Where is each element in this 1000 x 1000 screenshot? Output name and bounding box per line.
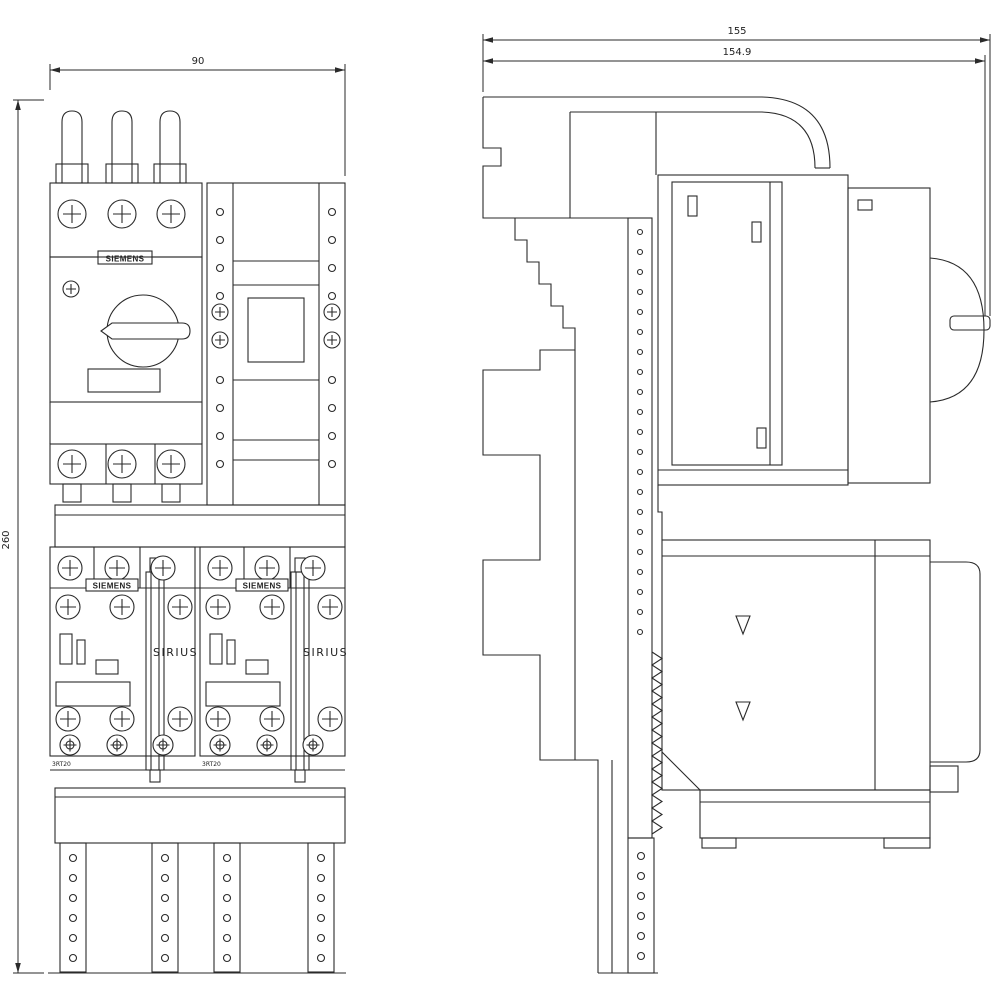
- top-plate-curve: [483, 96, 831, 169]
- base-profile: [699, 789, 931, 849]
- link-module-plate: [54, 504, 346, 548]
- wedge-mark: [735, 701, 751, 722]
- dim-width-label: 90: [192, 56, 205, 67]
- dimension-depth-b: 154.9: [483, 47, 986, 316]
- dim-depth-b-label: 154.9: [723, 47, 752, 58]
- breaker-top-terminal-block: [49, 182, 203, 258]
- model-label-left: 3RT20: [52, 761, 71, 768]
- terminal-screw: [57, 449, 87, 479]
- terminal-screw: [156, 199, 186, 229]
- arrowhead: [980, 37, 990, 43]
- arrowhead: [15, 100, 21, 110]
- siemens-logo-contactor-left: SIEMENS: [93, 582, 132, 591]
- terminal-screw: [156, 449, 186, 479]
- breaker-screw: [62, 280, 80, 298]
- sirius-label-left: SIRIUS: [153, 646, 198, 659]
- mounting-rail-strips: [59, 842, 335, 973]
- contactor-right-details: [205, 633, 281, 707]
- rotary-handle: [100, 294, 191, 368]
- dim-height-label: 260: [1, 530, 12, 549]
- dimension-depth-a: 155: [482, 26, 991, 316]
- terminal-screw: [107, 199, 137, 229]
- dim-depth-a-label: 155: [727, 26, 746, 37]
- contactor-front-block: [930, 561, 981, 763]
- mounting-plate-profile: [482, 97, 599, 973]
- contactor-left: [49, 546, 196, 757]
- terminal-screw: [107, 449, 137, 479]
- dimension-annotations: 90 260 155 154.9: [1, 26, 991, 974]
- terminal-screw: [57, 199, 87, 229]
- arrowhead: [483, 58, 493, 64]
- model-label-right: 3RT20: [202, 761, 221, 768]
- top-terminal-pins: [55, 110, 187, 184]
- contactor-assembly: SIEMENS SIEMENS SIRIUS SIRIUS 3RT20 3RT2…: [49, 546, 348, 783]
- busbar-adapter: [206, 182, 346, 506]
- siemens-logo-contactor-right: SIEMENS: [243, 582, 282, 591]
- arrowhead: [975, 58, 985, 64]
- breaker-window: [87, 368, 161, 393]
- bottom-mounting: [48, 787, 346, 974]
- breaker-side-profile: [655, 112, 991, 486]
- contactor-right: [199, 546, 346, 757]
- toothed-rack: [650, 651, 664, 835]
- dimension-width: 90: [49, 56, 346, 176]
- front-view: SIEMENS: [48, 110, 348, 974]
- arrowhead: [50, 67, 60, 73]
- contactor-left-details: [55, 633, 131, 707]
- arrowhead: [335, 67, 345, 73]
- arrowhead: [483, 37, 493, 43]
- dimension-height: 260: [1, 99, 44, 974]
- circuit-breaker-body: [49, 256, 203, 403]
- wedge-mark: [735, 615, 751, 636]
- breaker-bottom-terminal-block: [49, 402, 203, 503]
- contactor-side-profile: [661, 539, 981, 793]
- sirius-label-right: SIRIUS: [303, 646, 348, 659]
- side-view: [482, 96, 991, 974]
- arrowhead: [15, 963, 21, 973]
- siemens-logo-breaker: SIEMENS: [106, 255, 145, 264]
- din-rail-perforated: [627, 217, 664, 839]
- lower-rail-strip: [598, 837, 658, 974]
- handle-shaft: [949, 315, 991, 331]
